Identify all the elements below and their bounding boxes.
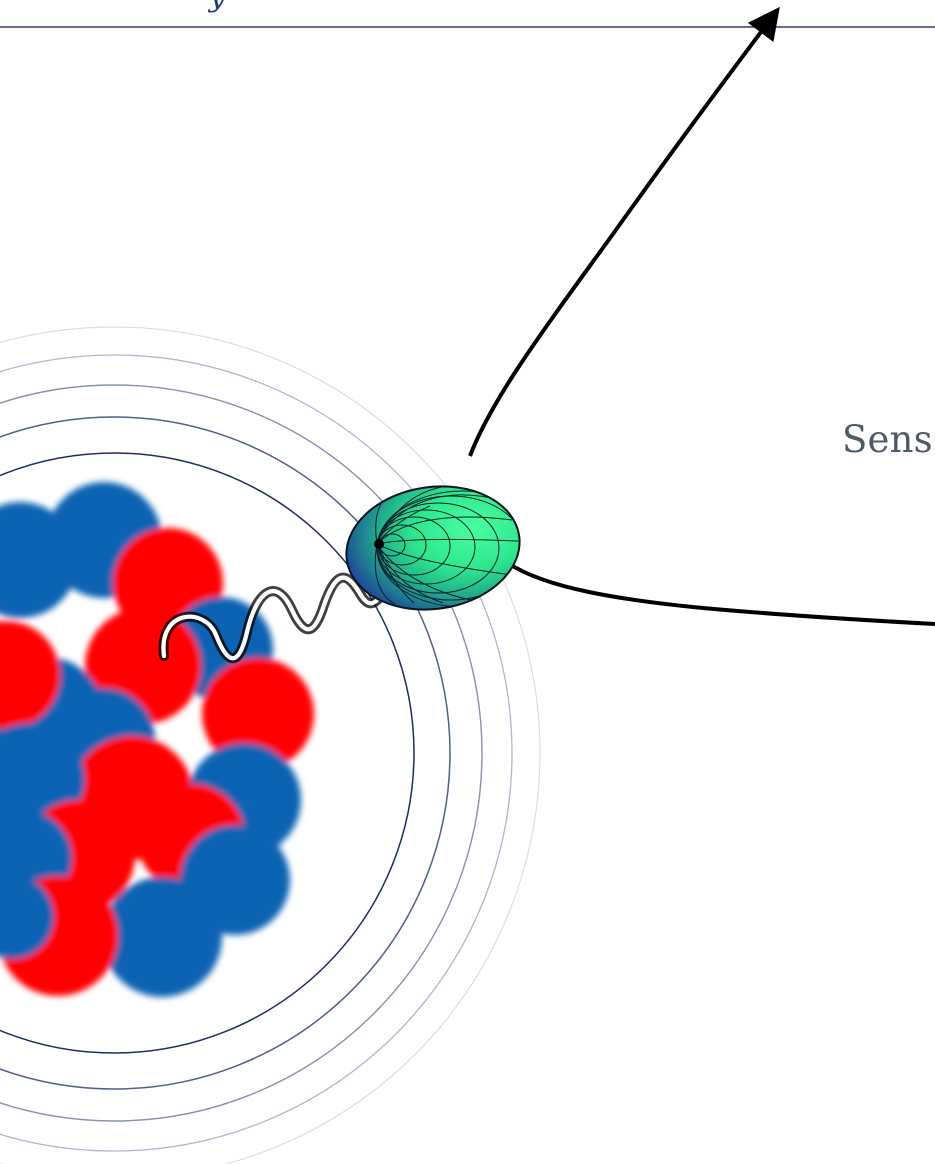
wavy-photon-icon bbox=[158, 572, 388, 664]
nucleus-icon bbox=[0, 482, 314, 997]
header-fragment: y bbox=[209, 0, 239, 12]
partial-label: Sens bbox=[842, 418, 933, 461]
arrow-icon bbox=[468, 6, 780, 457]
orbital-rings bbox=[0, 326, 541, 1164]
arrow-icon bbox=[506, 561, 935, 626]
grid-sphere-icon bbox=[345, 485, 528, 611]
